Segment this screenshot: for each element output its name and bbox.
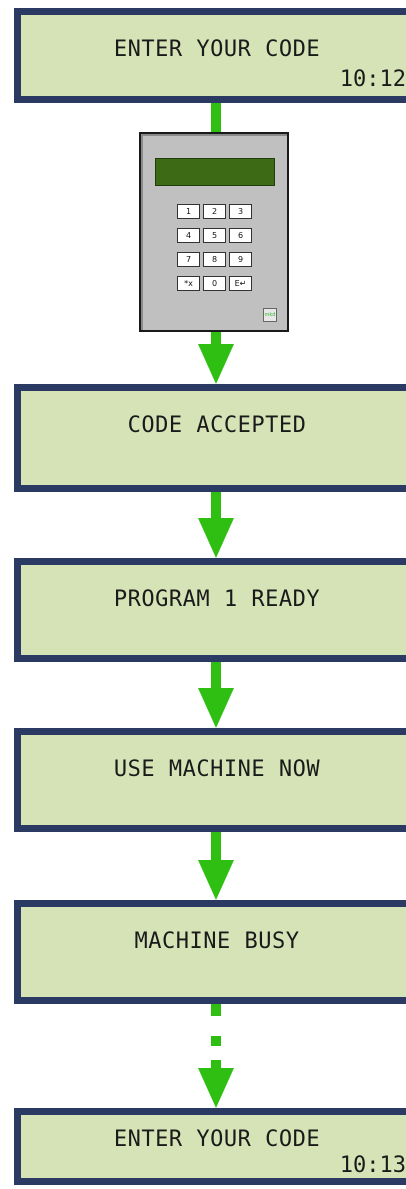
keypad-display bbox=[155, 158, 275, 186]
key-0: 0 bbox=[203, 276, 226, 291]
key-3: 3 bbox=[229, 204, 252, 219]
lcd-screen-4: USE MACHINE NOW bbox=[14, 728, 406, 832]
key-9: 9 bbox=[229, 252, 252, 267]
key-5: 5 bbox=[203, 228, 226, 243]
lcd-screen-2-line1: CODE ACCEPTED bbox=[127, 413, 307, 438]
key-enter: E↵ bbox=[229, 276, 252, 291]
brand-logo-icon: mkd bbox=[263, 308, 277, 322]
connector-line bbox=[211, 103, 221, 133]
key-7: 7 bbox=[177, 252, 200, 267]
lcd-screen-6-time: 10:13 bbox=[339, 1153, 406, 1178]
dashed-arrow-segment bbox=[211, 1004, 221, 1016]
arrow-down-icon bbox=[198, 344, 234, 384]
dashed-arrow-segment bbox=[211, 1060, 221, 1068]
key-clear: *x bbox=[177, 276, 200, 291]
arrow-stem bbox=[211, 662, 221, 688]
key-6: 6 bbox=[229, 228, 252, 243]
arrow-down-icon bbox=[198, 688, 234, 728]
arrow-stem bbox=[211, 332, 221, 344]
arrow-stem bbox=[211, 832, 221, 860]
lcd-screen-3-line1: PROGRAM 1 READY bbox=[113, 587, 321, 612]
lcd-screen-1-line1: ENTER YOUR CODE bbox=[113, 37, 321, 62]
arrow-down-icon bbox=[198, 860, 234, 900]
lcd-screen-4-line1: USE MACHINE NOW bbox=[113, 757, 321, 782]
arrow-stem bbox=[211, 492, 221, 518]
key-1: 1 bbox=[177, 204, 200, 219]
lcd-screen-1: ENTER YOUR CODE 10:12 bbox=[14, 8, 406, 103]
dashed-arrow-segment bbox=[211, 1036, 221, 1046]
arrow-down-icon bbox=[198, 1068, 234, 1108]
key-2: 2 bbox=[203, 204, 226, 219]
lcd-screen-2: CODE ACCEPTED bbox=[14, 384, 406, 492]
key-4: 4 bbox=[177, 228, 200, 243]
lcd-screen-5: MACHINE BUSY bbox=[14, 900, 406, 1004]
keypad-device: 1 2 3 4 5 6 7 8 9 *x 0 E↵ mkd bbox=[139, 132, 289, 332]
lcd-screen-6-line1: ENTER YOUR CODE bbox=[113, 1127, 321, 1152]
lcd-screen-1-time: 10:12 bbox=[339, 67, 406, 92]
lcd-screen-5-line1: MACHINE BUSY bbox=[134, 929, 300, 954]
arrow-down-icon bbox=[198, 518, 234, 558]
key-8: 8 bbox=[203, 252, 226, 267]
lcd-screen-6: ENTER YOUR CODE 10:13 bbox=[14, 1108, 406, 1185]
lcd-screen-3: PROGRAM 1 READY bbox=[14, 558, 406, 662]
